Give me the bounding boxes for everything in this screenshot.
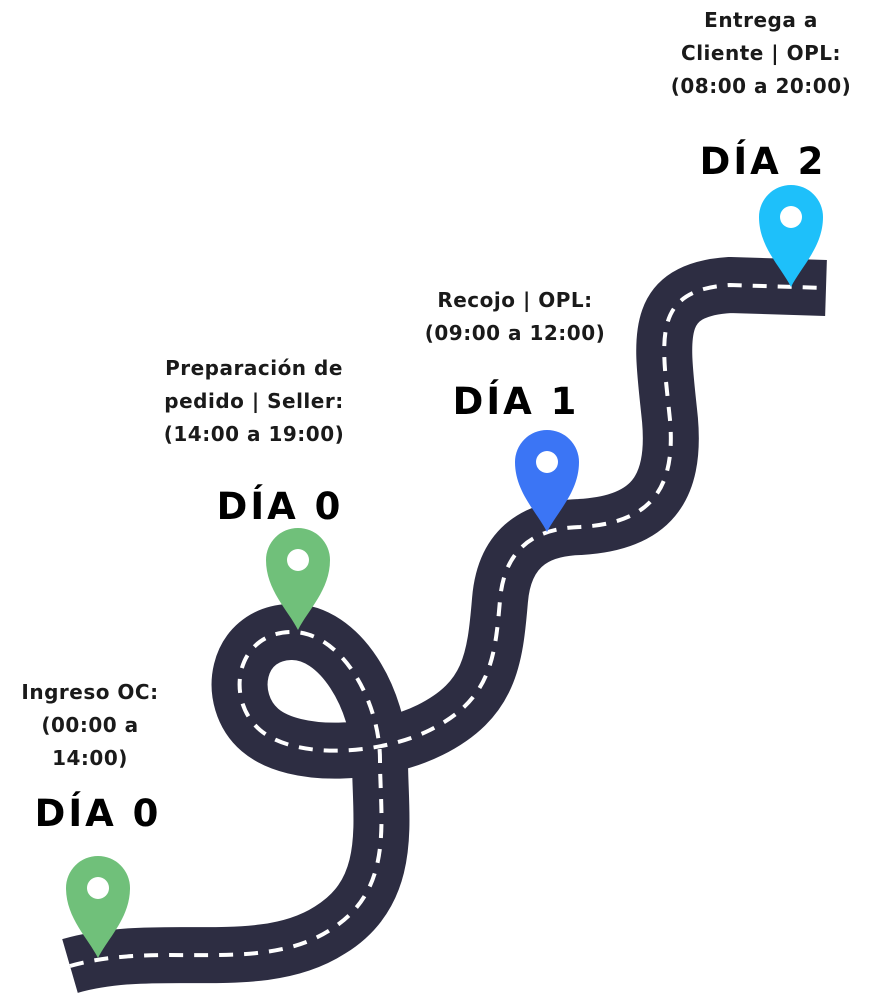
description-line: (00:00 a	[41, 713, 139, 737]
map-pin-icon	[759, 185, 823, 287]
description-line: Entrega a	[704, 8, 818, 32]
pin-shape	[515, 430, 579, 532]
description-line: Cliente | OPL:	[681, 41, 841, 65]
description-line: (08:00 a 20:00)	[670, 74, 852, 98]
milestone-description: Preparación de pedido | Seller: (14:00 a…	[134, 352, 374, 451]
description-line: pedido | Seller:	[164, 389, 344, 413]
description-line: Preparación de	[165, 356, 343, 380]
map-pin-icon	[266, 528, 330, 630]
milestone-description: Ingreso OC: (00:00 a 14:00)	[0, 676, 180, 775]
description-line: 14:00)	[52, 746, 128, 770]
day-heading: DÍA 0	[34, 792, 162, 835]
description-line: Recojo | OPL:	[437, 288, 593, 312]
description-line: Ingreso OC:	[21, 680, 159, 704]
day-heading: DÍA 2	[699, 140, 827, 183]
milestone-description: Entrega a Cliente | OPL: (08:00 a 20:00)	[651, 4, 871, 103]
description-line: (14:00 a 19:00)	[163, 422, 345, 446]
pin-shape	[759, 185, 823, 287]
pin-hole	[536, 451, 558, 473]
description-line: (09:00 a 12:00)	[424, 321, 606, 345]
pin-hole	[287, 549, 309, 571]
pin-hole	[87, 877, 109, 899]
milestone-description: Recojo | OPL: (09:00 a 12:00)	[400, 284, 630, 350]
road	[62, 257, 827, 994]
pin-hole	[780, 206, 802, 228]
day-heading: DÍA 0	[216, 485, 344, 528]
road-center-line	[69, 283, 827, 968]
day-heading: DÍA 1	[452, 380, 580, 423]
pin-shape	[66, 856, 130, 958]
map-pin-icon	[66, 856, 130, 958]
pin-shape	[266, 528, 330, 630]
map-pin-icon	[515, 430, 579, 532]
